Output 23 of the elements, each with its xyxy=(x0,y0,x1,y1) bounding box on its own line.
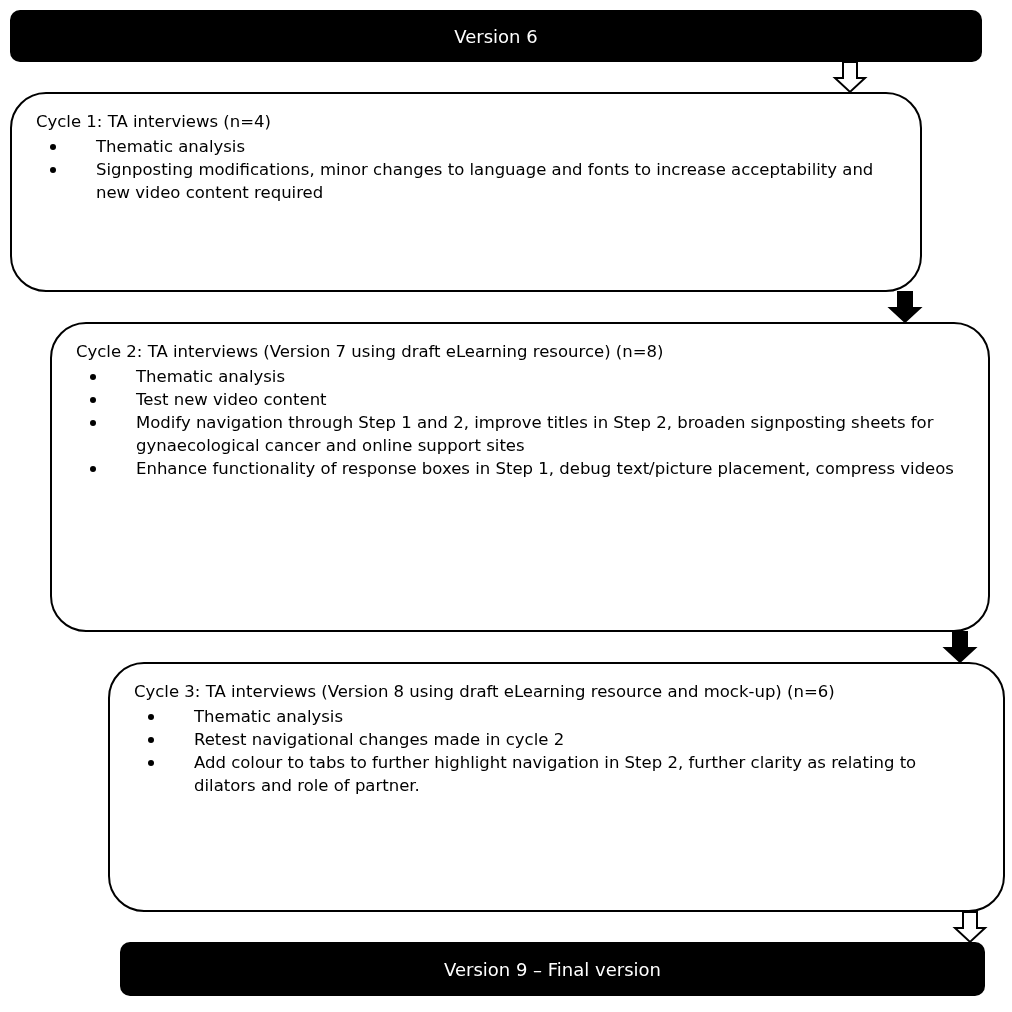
bullet-item: Thematic analysis xyxy=(194,707,344,726)
block-arrow xyxy=(887,291,923,324)
block-arrow xyxy=(952,911,988,944)
block-arrow xyxy=(942,631,978,664)
bullet-item: Signposting modifications, minor changes to language and fonts to increase acceptability and new video content required xyxy=(96,160,874,202)
cycle-box xyxy=(108,662,1005,912)
bullet-item: Enhance functionality of response boxes in Step 1, debug text/picture placement, compress videos xyxy=(136,459,954,478)
version-banner xyxy=(10,10,982,62)
banner-title: Version 6 xyxy=(454,25,538,47)
cycle-box xyxy=(10,92,922,292)
cycle-heading: Cycle 2: TA interviews (Version 7 using draft eLearning resource) (n=8) xyxy=(76,341,665,363)
version-banner xyxy=(120,942,985,996)
cycle-heading: Cycle 1: TA interviews (n=4) xyxy=(36,111,272,133)
bullet-item: Modify navigation through Step 1 and 2, improve titles in Step 2, broaden signposting sheets for gynaecological cancer and online support sites xyxy=(136,413,934,455)
bullet-item: Retest navigational changes made in cycle 2 xyxy=(194,730,565,749)
bullet-item: Thematic analysis xyxy=(136,367,286,386)
bullet-item: Add colour to tabs to further highlight navigation in Step 2, further clarity as relating to dilators and role of partner. xyxy=(194,753,917,795)
banner-title: Version 9 – Final version xyxy=(444,958,661,980)
bullet-item: Test new video content xyxy=(136,390,327,409)
block-arrow xyxy=(832,61,868,94)
bullet-item: Thematic analysis xyxy=(96,137,246,156)
cycle-box xyxy=(50,322,990,632)
cycle-heading: Cycle 3: TA interviews (Version 8 using draft eLearning resource and mock-up) (n=6) xyxy=(134,681,836,703)
